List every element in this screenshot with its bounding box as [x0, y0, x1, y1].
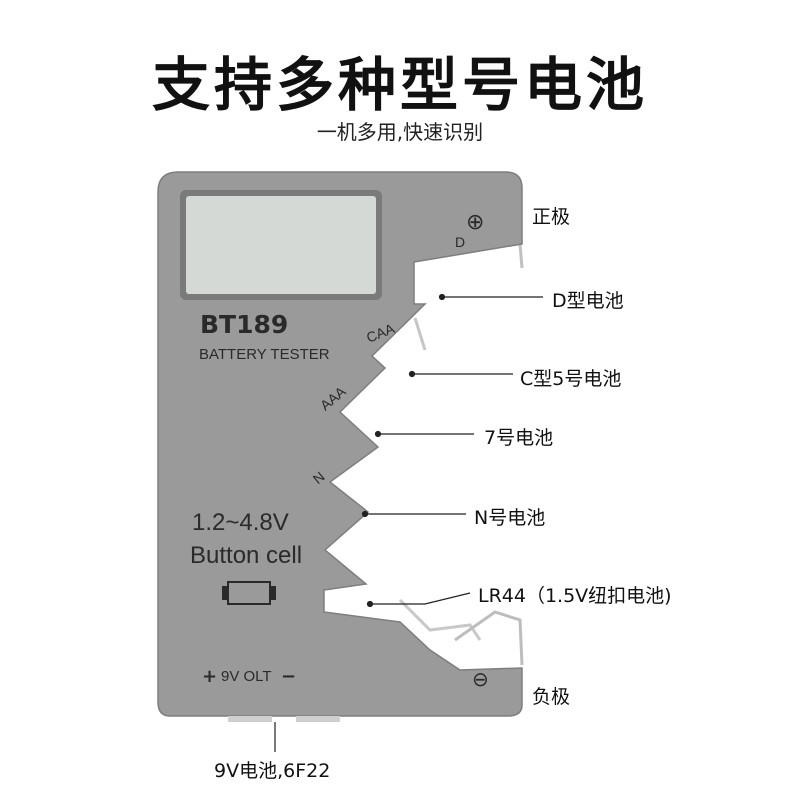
callout-leaders — [274, 293, 543, 752]
callout-negative: 负极 — [532, 686, 571, 708]
page-title: 支持多种型号电池 — [151, 51, 648, 119]
button-cell-label: Button cell — [190, 542, 302, 569]
model-label: BT189 — [200, 310, 288, 339]
callout-aaa-battery: 7号电池 — [484, 427, 554, 449]
callout-lr44: LR44（1.5V纽扣电池) — [478, 585, 672, 607]
nine-volt-plus: + — [202, 666, 217, 687]
nine-volt-contacts — [228, 716, 340, 722]
callout-c-battery: C型5号电池 — [520, 368, 622, 390]
callout-nine-volt: 9V电池,6F22 — [214, 760, 331, 782]
voltage-range-label: 1.2~4.8V — [192, 509, 289, 536]
negative-symbol: ⊖ — [472, 667, 489, 691]
callout-positive: 正极 — [532, 206, 571, 228]
slot-label-d: D — [455, 234, 465, 250]
positive-symbol: ⊕ — [466, 210, 484, 235]
tester-body — [157, 171, 523, 717]
nine-volt-minus: − — [281, 666, 296, 687]
device-name-label: BATTERY TESTER — [199, 346, 330, 363]
page-subtitle: 一机多用,快速识别 — [316, 120, 484, 144]
lcd-screen — [186, 196, 376, 294]
callout-n-battery: N号电池 — [474, 507, 546, 529]
nine-volt-label: 9V OLT — [221, 668, 272, 685]
callout-d-battery: D型电池 — [552, 290, 624, 312]
button-cell-slot-icon — [222, 581, 276, 605]
